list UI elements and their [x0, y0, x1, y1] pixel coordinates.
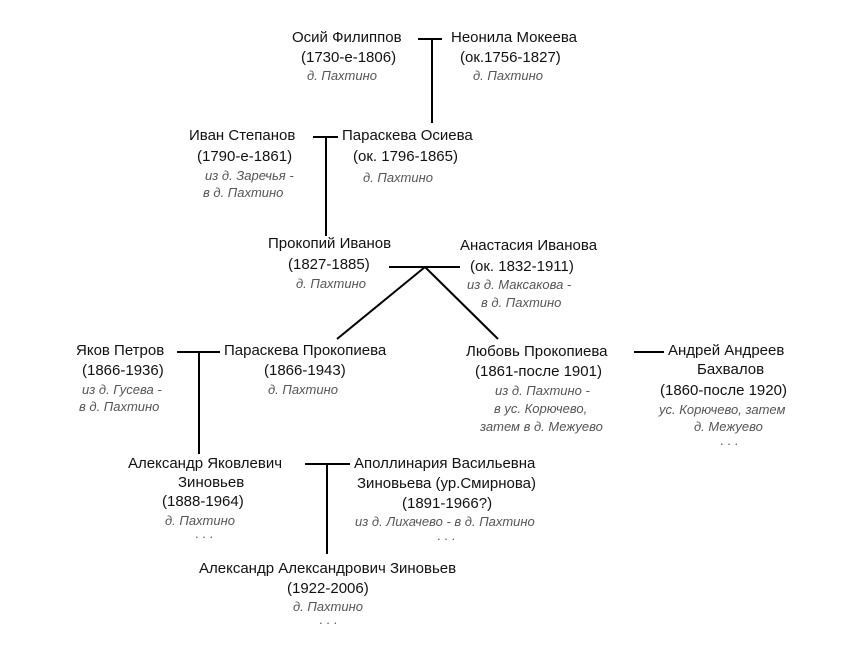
person-dates: (1866-1936) [82, 362, 164, 379]
marriage-line-prokopiy-anastasia [389, 266, 460, 268]
person-dates: (1866-1943) [264, 362, 346, 379]
person-place: д. Пахтино [293, 599, 364, 614]
continuation-marker: . . . [720, 433, 739, 448]
person-name: Неонила Мокеева [451, 29, 578, 46]
person-dates: (1860-после 1920) [660, 382, 787, 399]
person-name: Александр Александрович Зиновьев [199, 560, 457, 577]
person-name: Любовь Прокопиева [466, 343, 608, 360]
person-place: д. Пахтино [307, 68, 378, 83]
person-dates: (1861-после 1901) [475, 363, 602, 380]
marriage-line-lyubov-andrey [634, 351, 664, 353]
person-place: из д. Гусева - [82, 382, 162, 397]
person-name: Яков Петров [76, 342, 165, 359]
person-place: в ус. Корючево, [494, 401, 588, 416]
person-place: д. Пахтино [473, 68, 544, 83]
person-name: Зиновьев [178, 474, 245, 491]
person-place: из д. Лихачево - в д. Пахтино [355, 514, 535, 529]
person-place: ус. Корючево, затем [659, 402, 786, 417]
person-name: Параскева Осиева [342, 127, 473, 144]
person-dates: (1922-2006) [287, 580, 369, 597]
person-name: Анастасия Иванова [460, 237, 598, 254]
person-name: Осий Филиппов [292, 29, 402, 46]
person-place: д. Пахтино [296, 276, 367, 291]
person-dates: (1730-е-1806) [301, 49, 397, 66]
person-place: д. Межуево [694, 419, 763, 434]
continuation-marker: . . . [437, 528, 456, 543]
person-dates: (ок. 1796-1865) [353, 148, 458, 165]
person-dates: (1790-е-1861) [197, 148, 293, 165]
person-name: Бахвалов [697, 361, 765, 378]
person-place: д. Пахтино [268, 382, 339, 397]
descent-line-osiy-paraskeva [431, 38, 433, 123]
person-dates: (1827-1885) [288, 256, 370, 273]
person-place: из д. Заречья - [205, 168, 294, 183]
person-name: Александр Яковлевич [128, 455, 283, 472]
person-place: затем в д. Межуево [480, 419, 603, 434]
person-place: в д. Пахтино [481, 295, 562, 310]
person-place: из д. Пахтино - [495, 383, 590, 398]
person-dates: (1891-1966?) [402, 495, 493, 512]
person-name: Андрей Андреев [668, 342, 785, 359]
descent-line-yakov-aleksandr [198, 351, 200, 454]
person-name: Параскева Прокопиева [224, 342, 387, 359]
person-name: Аполлинария Васильевна [354, 455, 536, 472]
person-name: Зиновьева (ур.Смирнова) [357, 475, 536, 492]
person-place: в д. Пахтино [79, 399, 160, 414]
person-dates: (ок.1756-1827) [460, 49, 561, 66]
person-place: из д. Максакова - [467, 277, 572, 292]
person-name: Прокопий Иванов [268, 235, 392, 252]
person-dates: (1888-1964) [162, 493, 244, 510]
continuation-marker: . . . [195, 526, 214, 541]
descent-line-aleksandr-son [326, 463, 328, 554]
person-place: в д. Пахтино [203, 185, 284, 200]
person-name: Иван Степанов [189, 127, 296, 144]
continuation-marker: . . . [319, 612, 338, 627]
person-place: д. Пахтино [165, 513, 236, 528]
descent-line-ivan-prokopiy [325, 136, 327, 236]
person-place: д. Пахтино [363, 170, 434, 185]
marriage-line-osiy-neonila [418, 38, 442, 40]
person-dates: (ок. 1832-1911) [470, 258, 574, 275]
